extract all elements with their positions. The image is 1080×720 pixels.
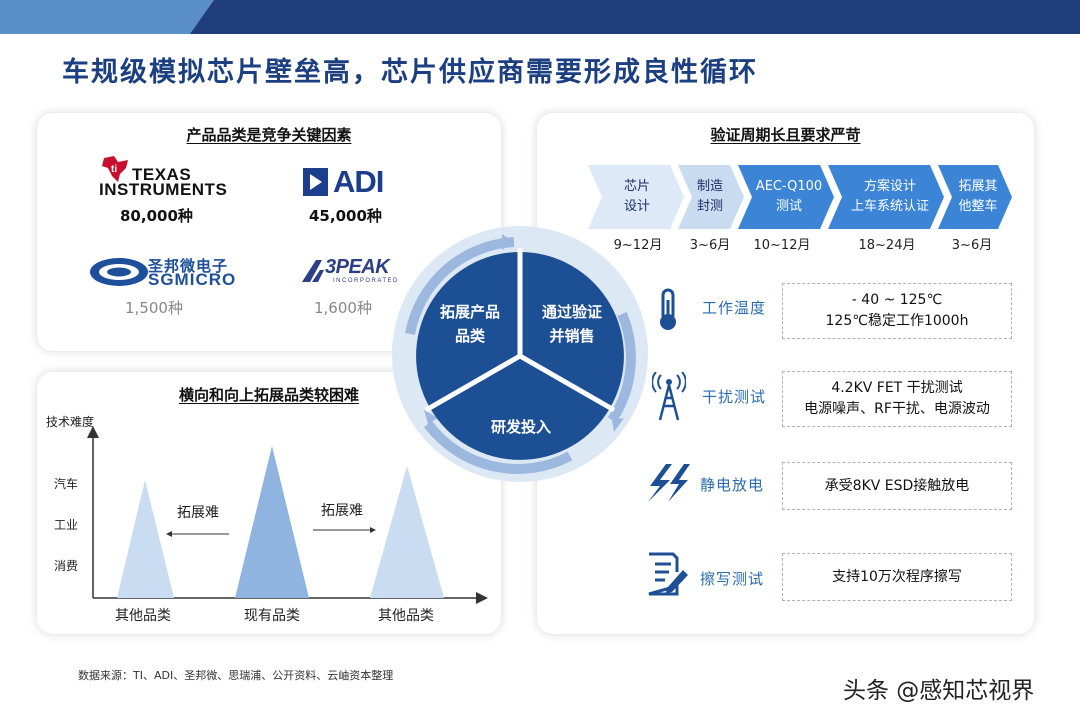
- arrow-right-label: 拓展难: [321, 503, 363, 519]
- triangle-other-right: [370, 466, 444, 598]
- test-label-erase-write: 擦写测试: [700, 570, 765, 588]
- flow-step-label: 芯片设计: [623, 179, 650, 214]
- flow-duration: 9~12月: [613, 238, 663, 253]
- y-level-label: 汽车: [54, 477, 79, 491]
- cycle-right-text: 通过验证 并销售: [541, 303, 602, 345]
- test-label-interference: 干扰测试: [702, 388, 767, 406]
- category-label: 现有品类: [244, 608, 300, 624]
- 3peak-logo-text: 3PEAK: [325, 256, 390, 278]
- category-label: 其他品类: [378, 608, 434, 624]
- cycle-left-text: 拓展产品 品类: [439, 303, 500, 345]
- 3peak-logo-icon: [302, 260, 324, 282]
- test-box-temperature: - 40 ~ 125℃ 125℃稳定工作1000h: [782, 283, 1012, 339]
- category-label: 其他品类: [115, 608, 171, 624]
- flow-step-manufacture: [678, 165, 744, 229]
- svg-text:ti: ti: [111, 164, 117, 175]
- adi-logo-icon: [303, 168, 328, 196]
- flow-step-label: 制造封测: [696, 179, 723, 214]
- test-label-esd: 静电放电: [700, 476, 765, 494]
- adi-count: 45,000种: [309, 207, 382, 225]
- flow-step-system: [828, 165, 944, 229]
- lightning-icon: [648, 464, 690, 502]
- antenna-tower-icon: [652, 372, 686, 421]
- ti-logo-text: INSTRUMENTS: [99, 180, 228, 199]
- page-title: 车规级模拟芯片壁垒高，芯片供应商需要形成良性循环: [62, 57, 758, 88]
- y-level-label: 工业: [54, 518, 79, 532]
- expansion-chart: [87, 426, 488, 604]
- flow-duration: 3~6月: [689, 238, 731, 253]
- 3peak-count: 1,600种: [314, 299, 372, 317]
- verification-flow: [588, 165, 1012, 229]
- test-box-erase-write: 支持10万次程序擦写: [782, 553, 1012, 601]
- header-band-dark: [190, 0, 1080, 34]
- flow-duration: 18~24月: [858, 238, 916, 253]
- flow-step-label: 方案设计上车系统认证: [850, 179, 929, 214]
- expansion-difficulty-title: 横向和向上拓展品类较困难: [178, 386, 359, 404]
- arrow-left-label: 拓展难: [177, 505, 219, 521]
- data-source: 数据来源：TI、ADI、圣邦微、思瑞浦、公开资料、云岫资本整理: [78, 669, 394, 682]
- test-box-interference: 4.2KV FET 干扰测试 电源噪声、RF干扰、电源波动: [782, 371, 1012, 427]
- cycle-sector-bottom: [430, 356, 610, 460]
- y-axis-label: 技术难度: [46, 415, 95, 429]
- verification-title: 验证周期长且要求严苛: [710, 126, 861, 144]
- sgmicro-count: 1,500种: [125, 299, 183, 317]
- triangle-current: [235, 446, 309, 598]
- cycle-diagram: [392, 226, 648, 482]
- cycle-bottom-text: 研发投入: [490, 418, 551, 436]
- document-edit-icon: [648, 552, 688, 596]
- sgmicro-logo-text: 圣邦微电子: [148, 257, 229, 275]
- product-category-title: 产品品类是竞争关键因素: [186, 126, 352, 144]
- y-level-label: 消费: [54, 559, 79, 573]
- flow-duration: 10~12月: [753, 238, 811, 253]
- ti-logo-text: TEXAS: [132, 165, 192, 184]
- sgmicro-logo-icon: [90, 258, 148, 286]
- test-box-esd: 承受8KV ESD接触放电: [782, 462, 1012, 510]
- flow-step-label: 拓展其他整车: [958, 179, 998, 214]
- watermark: 头条 @感知芯视界: [843, 678, 1035, 704]
- flow-step-chip-design: [588, 165, 684, 229]
- adi-logo-text: ADI: [333, 164, 384, 199]
- triangle-other-left: [117, 480, 174, 598]
- sgmicro-logo-text: SGMICRO: [148, 270, 237, 289]
- flow-duration: 3~6月: [951, 238, 993, 253]
- thermometer-icon: [660, 288, 676, 330]
- flow-step-expand: [938, 165, 1012, 229]
- flow-step-aec: [738, 165, 834, 229]
- ti-count: 80,000种: [120, 207, 193, 225]
- test-label-temperature: 工作温度: [702, 299, 767, 317]
- ti-logo-icon: ti: [102, 156, 128, 182]
- 3peak-logo-subtext: INCORPORATED: [333, 278, 399, 284]
